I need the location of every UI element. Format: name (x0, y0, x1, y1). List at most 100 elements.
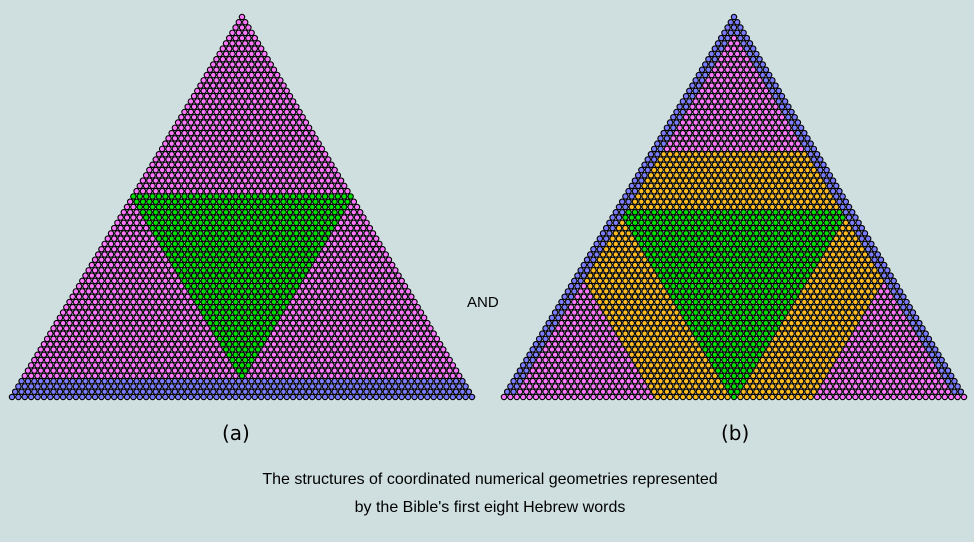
dot (711, 351, 719, 359)
dot (701, 346, 709, 353)
dot (171, 124, 179, 132)
dot (245, 298, 252, 306)
dot (686, 140, 693, 147)
dot (708, 325, 715, 332)
dot (574, 272, 581, 279)
dot (868, 272, 875, 279)
dot (270, 150, 278, 158)
dot (305, 282, 313, 290)
dot (721, 40, 728, 47)
dot (120, 377, 128, 385)
dot (213, 277, 220, 285)
dot (823, 209, 830, 216)
dot (219, 267, 227, 274)
dot (366, 309, 374, 316)
dot (842, 251, 850, 258)
dot (200, 161, 207, 169)
dot (232, 362, 239, 369)
dot (50, 346, 57, 353)
dot (139, 251, 147, 258)
dot (171, 304, 179, 311)
dot (107, 240, 115, 248)
dot (606, 367, 613, 374)
dot (372, 309, 380, 316)
dot (641, 277, 648, 285)
dot (152, 240, 160, 248)
dot (216, 388, 223, 395)
dot (609, 235, 616, 242)
dot (801, 235, 808, 242)
dot (746, 230, 754, 237)
dot (602, 362, 610, 369)
dot (759, 114, 766, 121)
dot (832, 224, 840, 232)
dot (181, 362, 188, 369)
dot (408, 346, 415, 353)
dot (296, 319, 303, 327)
dot (261, 261, 268, 269)
dot (88, 367, 96, 374)
dot (273, 377, 281, 385)
dot (679, 319, 687, 327)
dot (765, 135, 773, 142)
dot (832, 256, 840, 264)
dot (871, 298, 878, 306)
dot (596, 245, 604, 253)
dot (203, 145, 211, 153)
dot (267, 388, 274, 395)
dot (229, 293, 236, 300)
dot (874, 356, 881, 364)
dot (24, 388, 32, 395)
dot (277, 372, 284, 380)
dot (162, 319, 169, 327)
dot (762, 182, 770, 190)
dot (254, 230, 262, 237)
dot (785, 135, 792, 142)
dot (245, 245, 252, 253)
dot (130, 351, 137, 359)
dot (174, 372, 182, 380)
dot (171, 187, 179, 195)
dot (123, 298, 131, 306)
dot (794, 129, 802, 137)
dot (864, 277, 872, 285)
dot (261, 71, 268, 79)
dot (363, 304, 370, 311)
dot (788, 298, 795, 306)
dot (839, 351, 846, 359)
dot (877, 288, 885, 295)
dot (187, 267, 195, 274)
dot (219, 256, 227, 264)
dot (816, 187, 824, 195)
dot (130, 256, 137, 264)
dot (628, 267, 636, 274)
dot (689, 219, 696, 227)
dot (743, 267, 751, 274)
dot (379, 277, 386, 285)
dot (769, 256, 776, 264)
dot (286, 377, 294, 385)
dot (347, 298, 354, 306)
dot (213, 55, 220, 63)
dot (299, 124, 306, 132)
dot (791, 230, 798, 237)
dot (628, 256, 636, 264)
dot (248, 124, 255, 132)
dot (101, 240, 108, 248)
dot (845, 330, 853, 337)
dot (267, 61, 274, 68)
dot (216, 92, 223, 100)
dot (676, 145, 683, 153)
dot (848, 240, 856, 248)
dot (254, 124, 262, 132)
dot (206, 129, 214, 137)
dot (213, 193, 220, 200)
dot (705, 150, 712, 158)
dot (219, 340, 227, 348)
dot (187, 150, 195, 158)
dot (641, 161, 648, 169)
dot (222, 219, 230, 227)
dot (238, 55, 246, 63)
dot (727, 314, 735, 322)
dot (638, 356, 645, 364)
